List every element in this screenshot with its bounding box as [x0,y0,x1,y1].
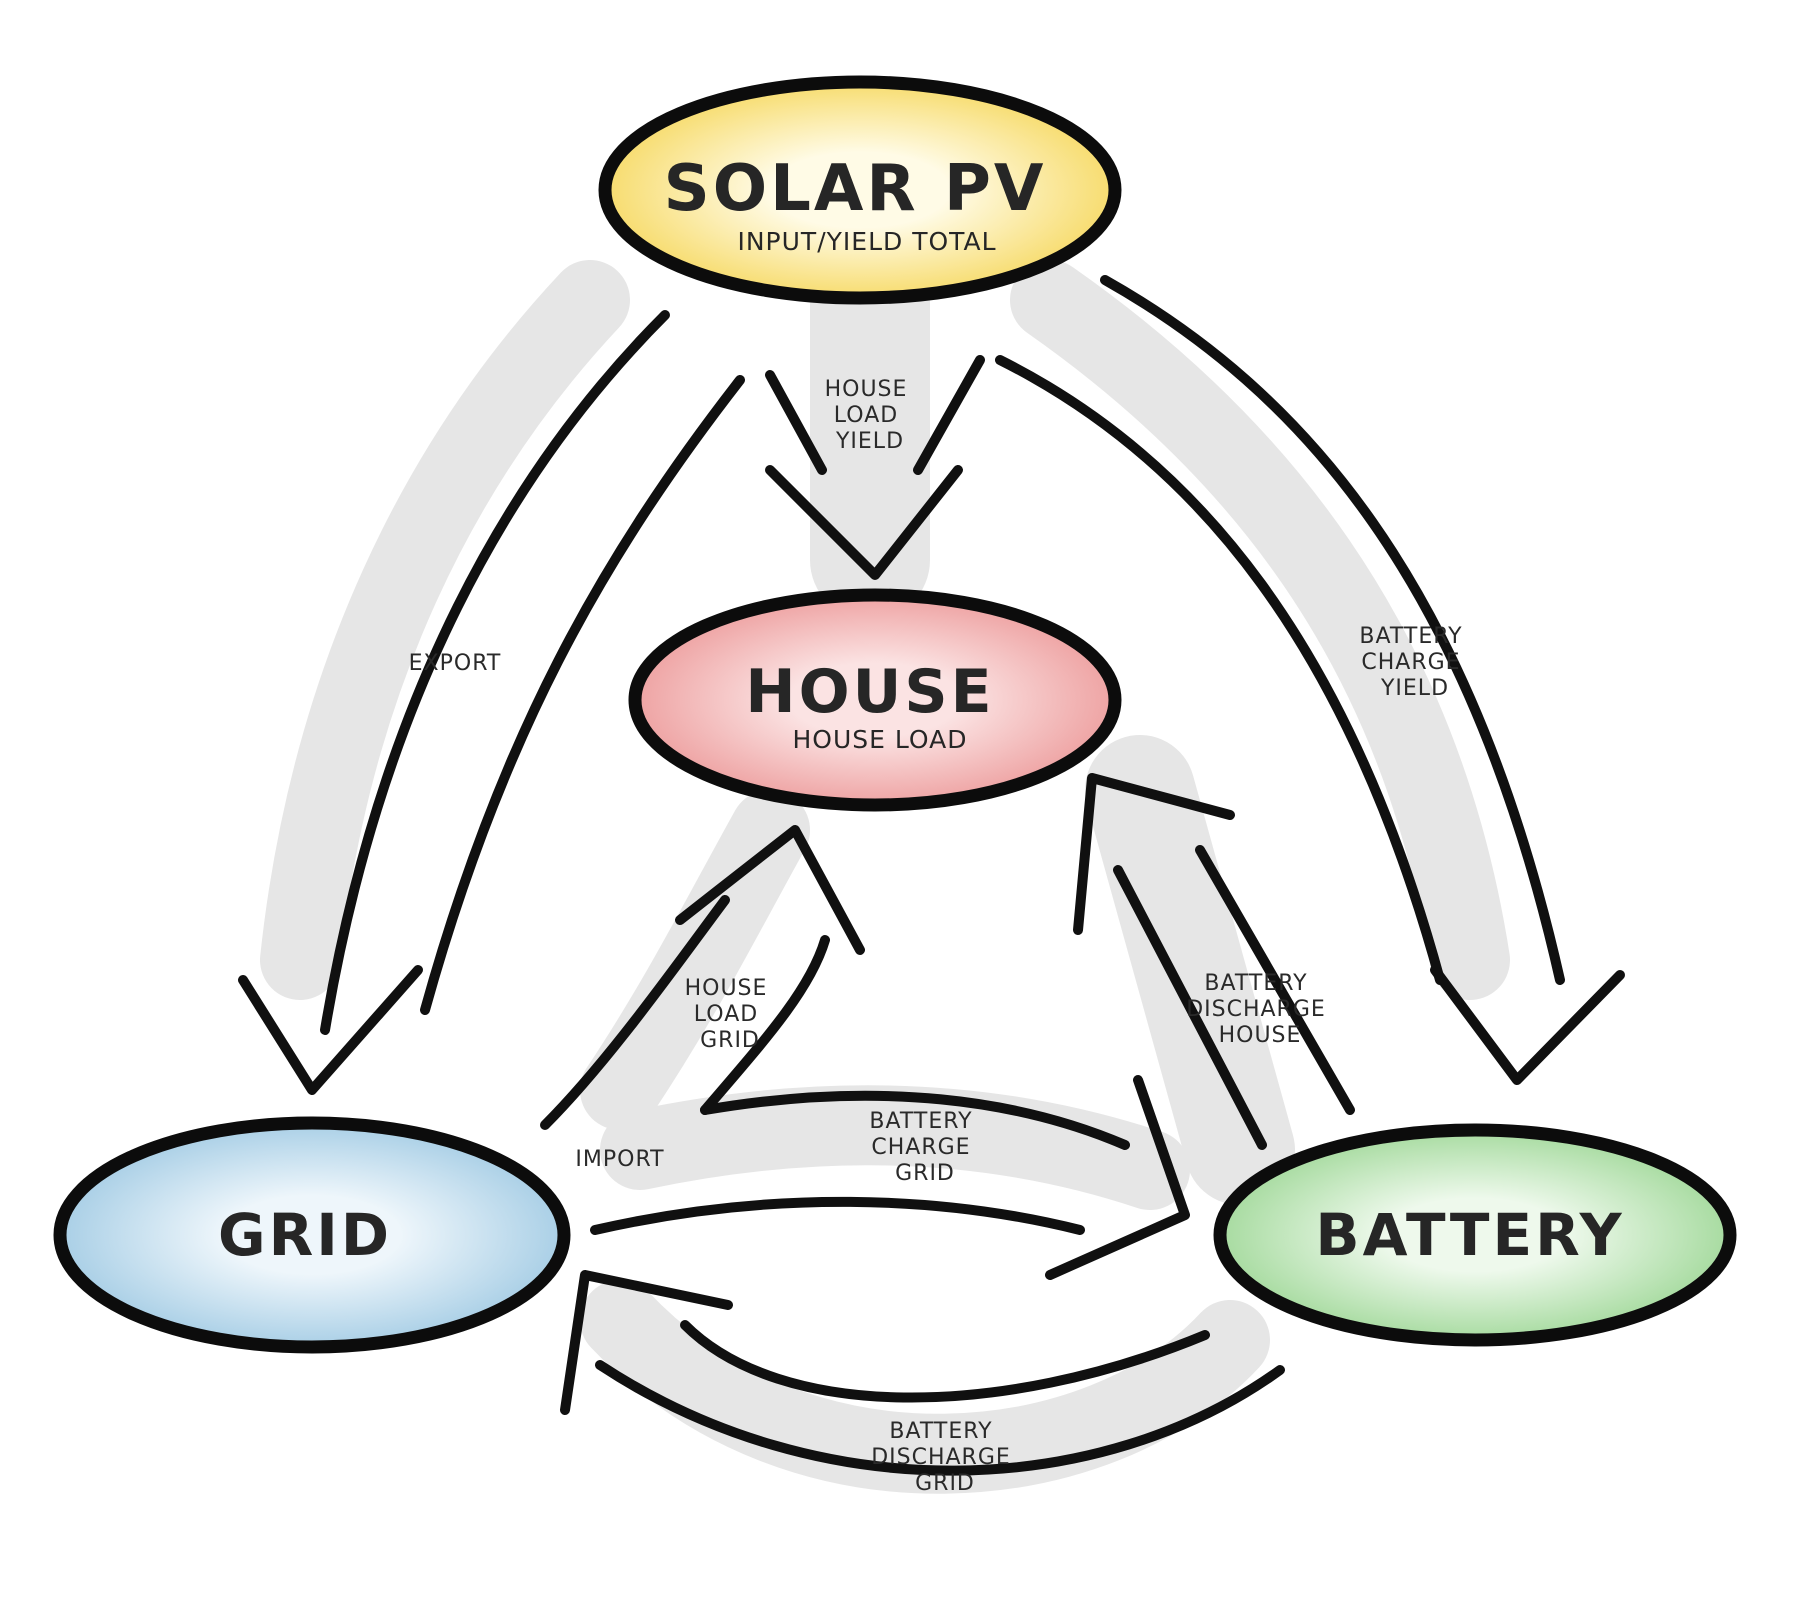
house-load-yield-arrowhead [913,355,985,475]
battery-charge-grid-arrow [700,1090,1130,1150]
battery-discharge-grid-arrow [680,1320,1210,1403]
battery-title: BATTERY [1315,1201,1624,1269]
battery-charge-grid-band [600,1085,1190,1210]
house-title: HOUSE [745,657,994,727]
house-load-yield-arrowhead [765,465,963,580]
battery-charge-yield-arrow [995,355,1445,985]
grid-title: GRID [218,1201,392,1269]
house-ellipse [628,588,1122,812]
battery-charge-grid-arrow [590,1196,1085,1235]
house-node: HOUSE HOUSE LOAD [628,588,1122,812]
battery-discharge-grid-label: BATTERY DISCHARGE GRID [871,1419,1019,1496]
battery-charge-yield-arrowhead [1430,965,1625,1085]
house-load-grid-label: HOUSE LOAD GRID [685,976,776,1053]
battery-discharge-house-label: BATTERY DISCHARGE HOUSE [1186,971,1334,1048]
export-arrow [420,375,745,1015]
battery-discharge-grid-arrowhead [560,1270,733,1415]
battery-charge-grid-arrowhead [1045,1075,1190,1280]
battery-discharge-house-arrow [1195,845,1355,1115]
house-subtitle: HOUSE LOAD [792,725,967,754]
house-load-grid-arrow [700,935,830,1115]
solar-pv-ellipse [598,75,1122,305]
grid-node: GRID [53,1116,571,1354]
battery-ellipse [1213,1123,1737,1347]
solar-pv-subtitle: INPUT/YIELD TOTAL [737,227,996,256]
battery-charge-yield-arrow [1100,275,1565,985]
export-label: EXPORT [409,651,502,676]
battery-discharge-house-band [1085,735,1295,1205]
battery-discharge-house-arrowhead [1073,773,1235,935]
export-arrow [320,310,670,1035]
import-label: IMPORT [575,1147,664,1172]
house-load-yield-label: HOUSE LOAD YIELD [825,377,916,454]
export-arrowhead [238,965,423,1095]
battery-charge-yield-label: BATTERY CHARGE YIELD [1359,624,1470,701]
battery-discharge-house-arrow [1113,865,1267,1150]
battery-charge-yield-band [1010,260,1510,1000]
solar-pv-title: SOLAR PV [664,152,1047,226]
battery-discharge-grid-band [580,1280,1270,1494]
house-load-grid-arrowhead [675,825,865,955]
solar-pv-node: SOLAR PV INPUT/YIELD TOTAL [598,75,1122,305]
battery-charge-grid-label: BATTERY CHARGE GRID [869,1109,980,1186]
battery-discharge-grid-arrow [595,1360,1285,1476]
battery-node: BATTERY [1213,1123,1737,1347]
export-flow-band [260,260,630,1000]
house-load-yield-arrowhead [765,370,827,475]
house-load-grid-arrow [540,895,730,1130]
grid-ellipse [53,1116,571,1354]
